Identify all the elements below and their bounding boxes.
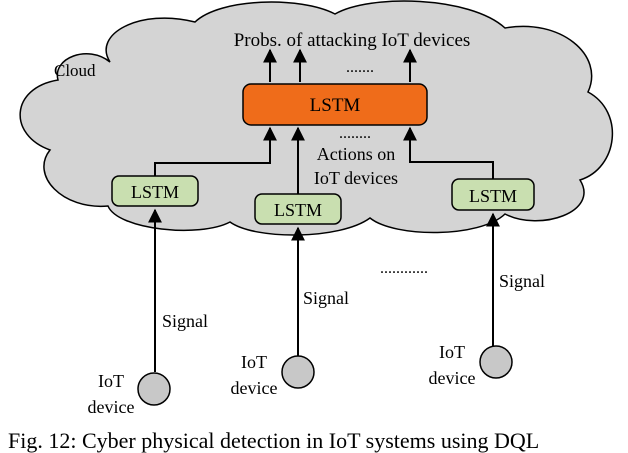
device-label-2-line-2: device xyxy=(231,378,278,398)
top-lstm-box xyxy=(242,83,428,126)
device-label-3-line-1: IoT xyxy=(439,342,465,362)
lstm-label-1: LSTM xyxy=(131,182,179,202)
signal-label-1: Signal xyxy=(162,311,208,331)
caption-text: Cyber physical detection in IoT systems … xyxy=(81,429,540,453)
device-circle-1 xyxy=(137,372,171,406)
figure-caption: Fig. 12: Cyber physical detection in IoT… xyxy=(8,429,628,453)
lstm-box-3 xyxy=(451,178,535,211)
lstm-label-3: LSTM xyxy=(469,186,517,206)
actions-label-line-2: IoT devices xyxy=(314,168,398,188)
device-circle-2 xyxy=(281,355,315,389)
device-label-3-line-2: device xyxy=(429,368,476,388)
arrow-lstm-3-to-top xyxy=(403,126,494,179)
signal-arrows xyxy=(148,208,500,372)
top-lstm-label: LSTM xyxy=(310,95,361,116)
lstm-box-1 xyxy=(111,175,199,207)
devices-ellipsis: ............ xyxy=(380,260,428,277)
lstm-box-2 xyxy=(254,193,342,225)
lstm-to-top-arrows xyxy=(154,126,494,194)
device-label-2-line-1: IoT xyxy=(241,352,267,372)
actions-label-line-1: Actions on xyxy=(317,144,396,164)
cloud-label: Cloud xyxy=(54,61,96,80)
caption-prefix: Fig. 12: xyxy=(8,429,77,453)
device-circle-3 xyxy=(479,345,513,379)
device-label-1-line-1: IoT xyxy=(98,371,124,391)
signal-label-3: Signal xyxy=(499,271,545,291)
lstm-label-2: LSTM xyxy=(274,200,322,220)
output-ellipsis: ....... xyxy=(346,59,374,76)
signal-label-2: Signal xyxy=(303,288,349,308)
output-label: Probs. of attacking IoT devices xyxy=(234,30,471,51)
output-arrows xyxy=(263,48,417,82)
arrow-lstm-1-to-top xyxy=(154,126,277,176)
actions-ellipsis: ........ xyxy=(339,125,371,142)
device-label-1-line-2: device xyxy=(88,397,135,417)
